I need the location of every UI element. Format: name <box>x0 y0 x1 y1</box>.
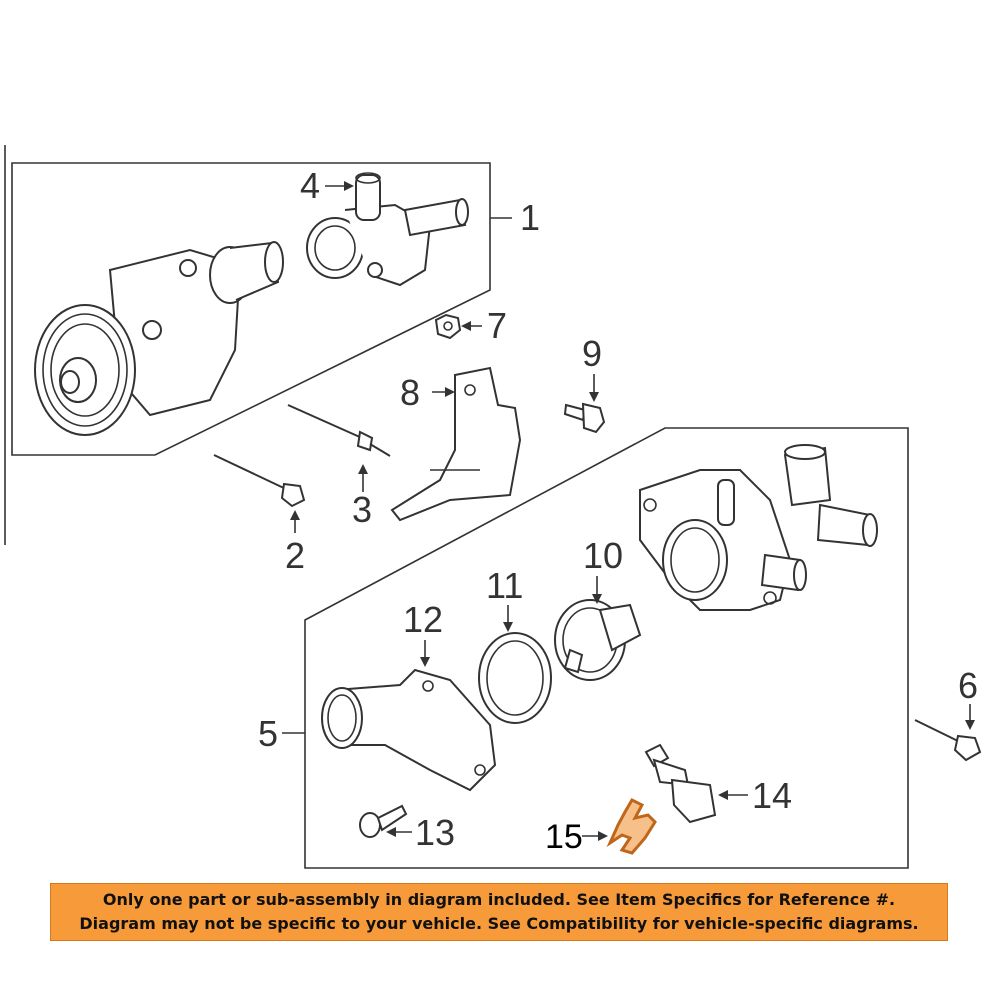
part-6-bolt <box>914 719 982 762</box>
part-9-bolt <box>563 402 606 434</box>
part-2-bolt <box>213 454 306 508</box>
thermostat-housing <box>639 444 878 611</box>
part-3-stud <box>287 404 391 457</box>
group-box-5 <box>304 427 909 869</box>
callout-11: 11 <box>486 565 523 606</box>
water-pump <box>34 241 284 436</box>
callout-1: 1 <box>520 197 540 238</box>
callout-6: 6 <box>958 665 978 706</box>
disclaimer-banner: Only one part or sub-assembly in diagram… <box>50 883 948 941</box>
part-8-bracket <box>390 366 522 522</box>
disclaimer-line-1: Only one part or sub-assembly in diagram… <box>102 890 896 909</box>
callout-4: 4 <box>300 165 320 206</box>
part-11-gasket <box>478 632 552 724</box>
group-box-1 <box>11 162 491 456</box>
part-12-water-inlet <box>321 668 497 792</box>
callout-7: 7 <box>487 305 507 346</box>
part-14-temperature-sensor <box>644 743 717 824</box>
callout-3: 3 <box>352 489 372 530</box>
coolant-outlet-housing <box>306 172 469 287</box>
callout-8: 8 <box>400 372 420 413</box>
part-13-screw <box>359 804 408 838</box>
part-7-nut <box>434 313 462 340</box>
callout-12: 12 <box>403 599 443 640</box>
part-10-thermostat <box>554 599 642 681</box>
callout-5: 5 <box>258 713 278 754</box>
callout-9: 9 <box>582 333 602 374</box>
callout-2: 2 <box>285 535 305 576</box>
callout-14: 14 <box>752 775 792 816</box>
callout-15: 15 <box>545 818 583 856</box>
callout-10: 10 <box>583 535 623 576</box>
part-15-clip <box>606 798 657 855</box>
disclaimer-line-2: Diagram may not be specific to your vehi… <box>79 914 919 933</box>
callout-13: 13 <box>415 812 455 853</box>
